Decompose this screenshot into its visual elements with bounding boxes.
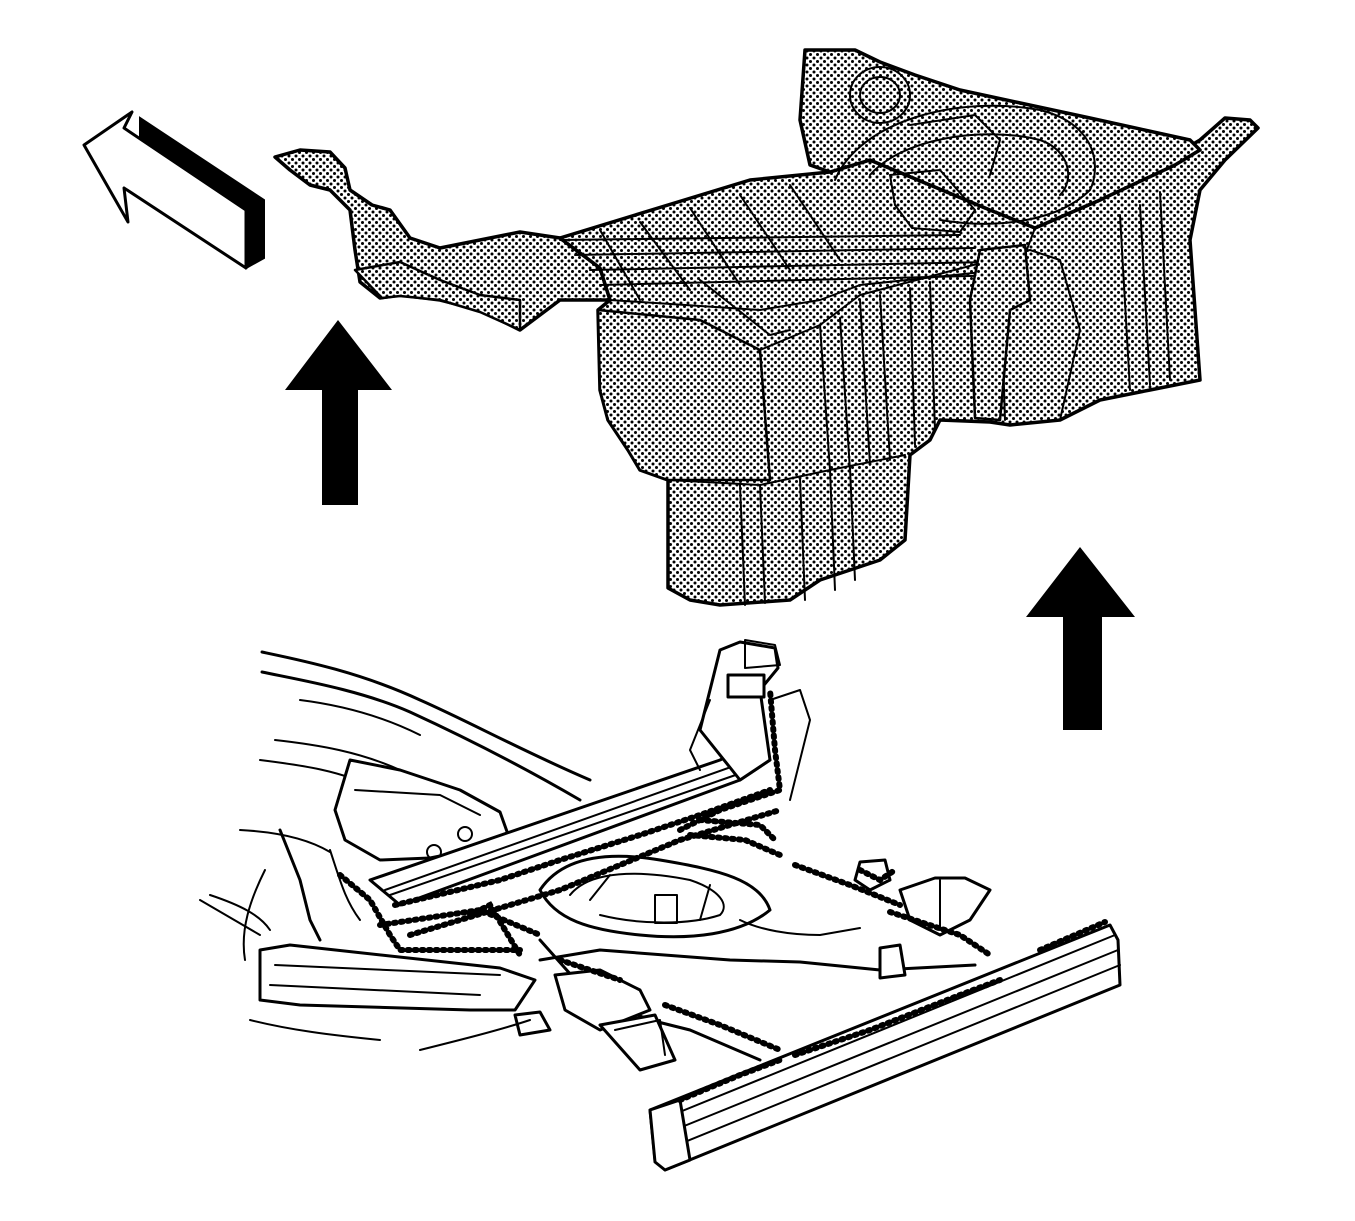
remove-direction-arrow-face: [82, 110, 248, 270]
underbody-frame: [199, 639, 1122, 1172]
rear-floor-pan: [273, 48, 1260, 607]
lift-arrow-left: [285, 320, 392, 505]
lift-arrow-right: [1026, 547, 1135, 730]
weld-seams: [337, 687, 1108, 1103]
remove-direction-arrow: [82, 110, 265, 270]
